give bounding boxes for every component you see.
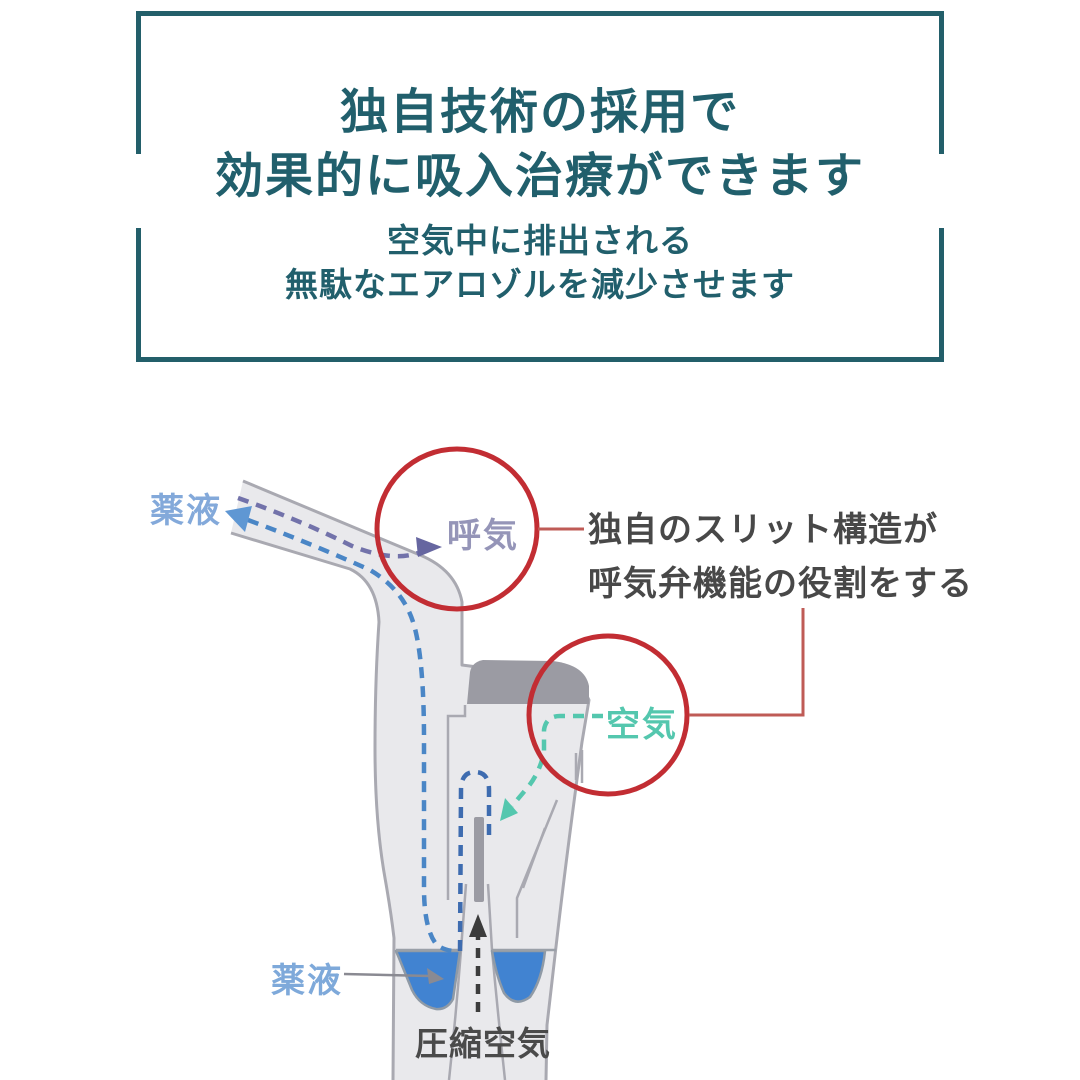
- header-frame-top: [136, 11, 944, 16]
- slit-annotation-line2: 呼気弁機能の役割をする: [588, 565, 973, 603]
- page-subtitle-line2: 無駄なエアロゾルを減少させます: [285, 266, 795, 303]
- nebulizer-diagram: [225, 446, 805, 1080]
- device-outline-left: [230, 531, 396, 1080]
- device-body: [231, 481, 589, 1080]
- inner-baffle-right-2: [521, 827, 547, 889]
- slit-notch: [574, 750, 584, 783]
- medicine-label-bottom: 薬液: [271, 962, 343, 1000]
- cap-piece: [467, 660, 589, 704]
- page-subtitle-line1: 空気中に排出される: [387, 222, 693, 259]
- page-title-line1: 独自技術の採用で: [339, 86, 740, 139]
- callout-line-air: [689, 608, 805, 717]
- air-arrow-icon: [500, 798, 518, 821]
- medicine-arrow-icon: [225, 506, 252, 532]
- medicine-label-top: 薬液: [150, 492, 222, 530]
- medicine-flow-path: [247, 517, 457, 954]
- exhale-label: 呼気: [447, 517, 519, 555]
- highlight-circle-air: [526, 633, 690, 797]
- compressed-air-arrow-icon: [469, 914, 487, 937]
- header-frame-left-lower: [136, 228, 141, 362]
- exhale-arrow-icon: [416, 537, 442, 557]
- header-frame-right-lower: [939, 228, 944, 362]
- highlight-circle-exhale: [374, 446, 540, 612]
- header-frame-right-upper: [939, 11, 944, 154]
- exhale-flow-path: [237, 495, 419, 559]
- liquid-right: [490, 949, 547, 1003]
- air-label: 空気: [606, 706, 678, 744]
- nozzle-rod: [474, 817, 484, 902]
- inner-wall-left: [446, 705, 467, 900]
- medicine-label-pointer: [343, 972, 431, 978]
- air-flow-path: [510, 713, 603, 808]
- slit-annotation-line1: 独自のスリット構造が: [588, 511, 938, 549]
- header-frame-bottom: [136, 357, 944, 362]
- medicine-label-arrow-icon: [427, 968, 444, 984]
- liquid-left: [394, 949, 462, 1011]
- page-title-line2: 効果的に吸入治療ができます: [214, 150, 865, 203]
- header-frame-left-upper: [136, 11, 141, 154]
- compressed-air-label: 圧縮空気: [415, 1025, 551, 1062]
